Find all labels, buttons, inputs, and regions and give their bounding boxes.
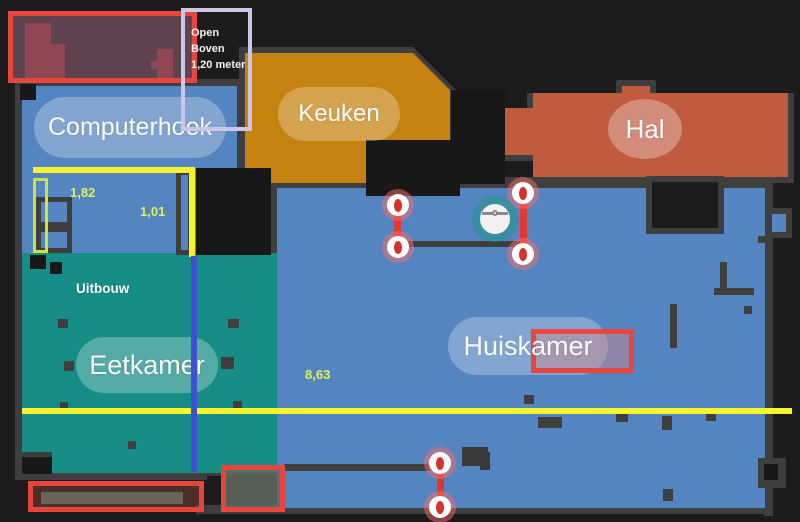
annotation-box[interactable] — [181, 8, 252, 131]
wall-notch — [646, 176, 724, 234]
label-uitbouw: Uitbouw — [76, 281, 130, 296]
virtual-wall-endpoint-icon[interactable] — [429, 496, 451, 518]
measure-line-horizontal[interactable] — [33, 167, 195, 173]
exclamation-pin-icon — [436, 500, 444, 514]
robot-lidar-dot — [492, 210, 498, 216]
furniture-outline — [36, 227, 72, 253]
exclamation-pin-icon — [394, 240, 402, 254]
obstacle-dot — [221, 357, 234, 369]
wall-notch — [50, 262, 62, 274]
wall-segment — [15, 471, 207, 480]
wall-segment — [408, 241, 523, 247]
virtual-wall-endpoint-icon[interactable] — [387, 194, 409, 216]
wall-segment — [284, 464, 438, 471]
measurement-label-101: 1,01 — [140, 204, 166, 219]
wall-segment — [714, 288, 754, 295]
no-go-zone-bottom-left[interactable] — [28, 481, 204, 512]
obstacle-dot — [616, 412, 628, 422]
exclamation-pin-icon — [519, 186, 527, 200]
obstacle-dot — [706, 411, 716, 421]
label-eetkamer: Eetkamer — [89, 349, 205, 380]
no-go-zone-bottom-mid[interactable] — [221, 465, 285, 512]
wall-segment — [271, 166, 279, 258]
wall-segment — [670, 304, 677, 348]
label-hal: Hal — [625, 113, 665, 144]
wall-segment — [15, 79, 23, 257]
room-label-pill-keuken: Keuken — [278, 87, 400, 141]
obstacle-dot — [60, 402, 68, 410]
room-label-pill-huiskamer — [448, 317, 608, 375]
wall-notch — [22, 452, 52, 474]
wall-segment — [15, 79, 244, 87]
unexplored-block — [451, 90, 505, 184]
furniture-outline — [36, 197, 72, 227]
no-go-zone-top-left[interactable] — [8, 11, 197, 83]
robot-vacuum-icon[interactable] — [480, 204, 510, 234]
exclamation-pin-icon — [394, 198, 402, 212]
measure-line-long[interactable] — [22, 408, 792, 414]
virtual-wall-endpoint-icon[interactable] — [387, 236, 409, 258]
wall-segment — [451, 180, 771, 189]
annotation-line-1: Open — [191, 27, 220, 39]
wall-notch — [30, 255, 46, 269]
room-computerhoek-lower[interactable] — [22, 166, 196, 254]
obstacle-dot — [228, 319, 239, 328]
obstacle-dot — [58, 319, 68, 328]
map-fragment — [772, 214, 786, 232]
obstacle — [480, 452, 490, 470]
virtual-wall-2[interactable] — [520, 193, 527, 254]
label-huiskamer: Huiskamer — [463, 330, 593, 361]
no-go-zone-interior — [157, 49, 173, 78]
virtual-wall-endpoint-icon[interactable] — [512, 243, 534, 265]
obstacle-dot — [758, 236, 765, 243]
annotation-text: Open Boven 1,20 meter — [191, 25, 245, 73]
wall-notch — [764, 464, 778, 480]
no-go-zone-interior — [25, 23, 51, 78]
obstacle-dot — [233, 401, 242, 410]
obstacle-dot — [64, 361, 74, 371]
obstacle-dot — [744, 306, 752, 314]
label-keuken: Keuken — [298, 100, 380, 127]
wall-segment — [15, 247, 23, 479]
exclamation-pin-icon — [436, 456, 444, 470]
virtual-wall-endpoint-icon[interactable] — [512, 182, 534, 204]
virtual-wall-1[interactable] — [394, 205, 401, 248]
annotation-line-2: Boven — [191, 43, 225, 55]
no-go-zone-interior — [41, 492, 183, 504]
wall-notch — [20, 84, 36, 100]
no-go-zone-interior — [51, 44, 65, 78]
obstacle-dot — [128, 441, 136, 449]
unexplored-block — [196, 168, 271, 255]
obstacle-dot — [662, 416, 672, 430]
room-hal[interactable] — [503, 86, 788, 177]
annotation-line-3: 1,20 meter — [191, 59, 246, 71]
virtual-wall-endpoint-icon[interactable] — [429, 452, 451, 474]
measure-line-vertical[interactable] — [189, 167, 195, 257]
no-go-zone-interior — [151, 61, 159, 69]
obstacle-dot — [524, 395, 534, 404]
label-uitbouw-wrap: Uitbouw — [76, 280, 129, 298]
obstacle-dot — [663, 489, 673, 501]
wall-segment — [764, 182, 773, 516]
ruler-lime-rect[interactable] — [33, 178, 48, 253]
room-label-pill-hal: Hal — [608, 99, 682, 159]
wall-segment — [196, 505, 772, 514]
wall-segment — [720, 262, 727, 292]
measurement-label-182: 1,82 — [70, 185, 96, 200]
unexplored-block — [366, 140, 460, 196]
virtual-wall-3[interactable] — [437, 463, 444, 508]
obstacle-dot — [538, 417, 562, 428]
room-label-text-huiskamer: Huiskamer — [448, 317, 608, 375]
blue-guide-line[interactable] — [191, 256, 197, 472]
exclamation-pin-icon — [519, 247, 527, 261]
no-go-zone-huiskamer[interactable] — [531, 329, 634, 373]
measurement-label-863: 8,63 — [305, 367, 331, 382]
no-go-zone-tint — [13, 16, 192, 78]
